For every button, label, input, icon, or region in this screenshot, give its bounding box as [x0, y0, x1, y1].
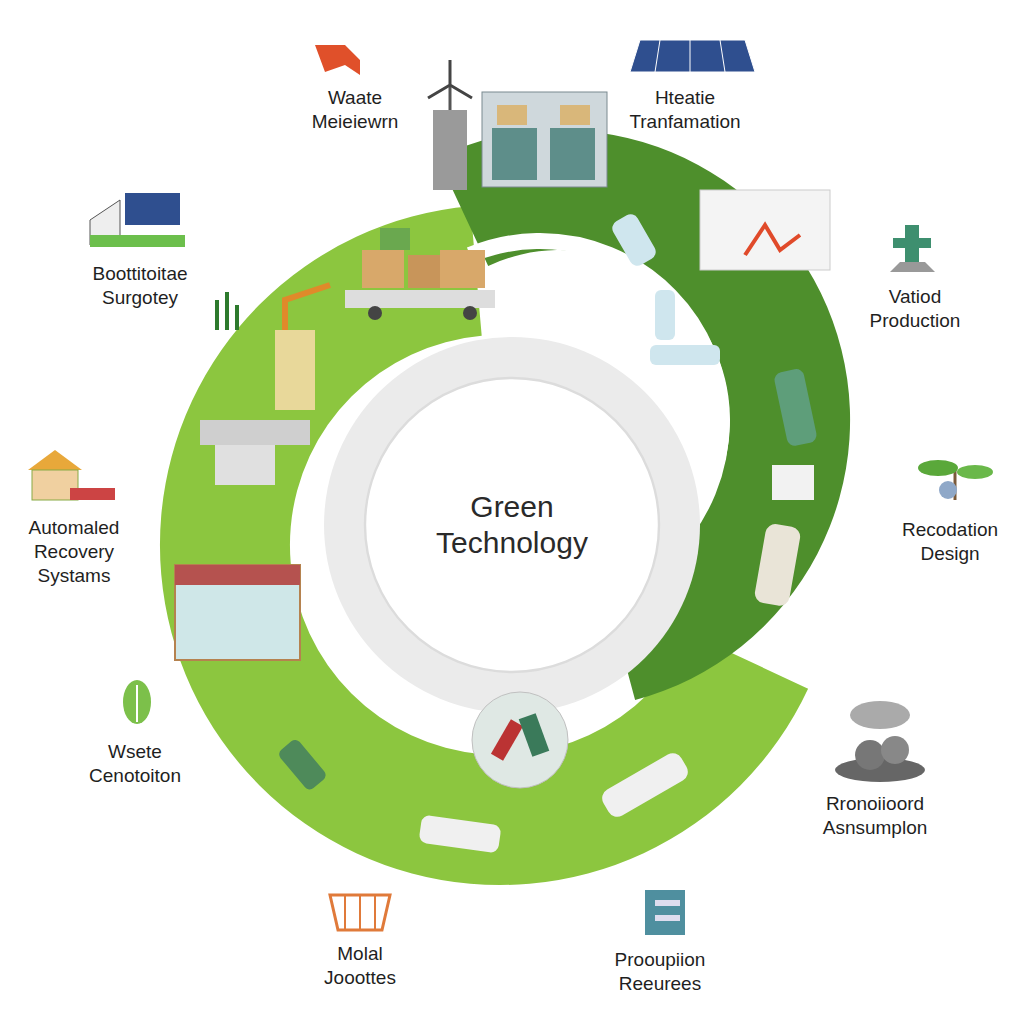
stage-label: Hteatie Tranfamation: [600, 86, 770, 134]
stage-label: Vatiod Production: [850, 285, 980, 333]
icon-house: [28, 450, 115, 500]
center-title: Green Technology: [412, 489, 612, 561]
icon-wrench: [315, 45, 360, 75]
icon-cloud: [835, 701, 925, 782]
turbine: [428, 60, 472, 190]
machines: [482, 92, 607, 187]
icon-building: [645, 890, 685, 935]
stage-label: Wsete Cenotoiton: [70, 740, 200, 788]
icon-leaf: [123, 680, 151, 724]
bottles: [277, 190, 830, 853]
stage-label: Automaled Recovery Systams: [12, 516, 136, 587]
circle-outline: [362, 375, 662, 675]
icon-basket: [330, 895, 390, 930]
crate-lid: [175, 565, 300, 585]
stage-label: Molal Jooottes: [305, 942, 415, 990]
grey-ring: [324, 337, 700, 713]
stage-label: Waate Meieiewrn: [290, 86, 420, 134]
stage-label: Recodation Design: [885, 518, 1015, 566]
center-circle: Green Technology: [362, 375, 662, 675]
icon-solar-house: [90, 193, 185, 247]
icon-plant: [918, 460, 993, 500]
crate: [175, 565, 300, 660]
stage-label: Prooupiion Reeurees: [595, 948, 725, 996]
stage-label: Boottitoitae Surgotey: [65, 262, 215, 310]
icon-solar: [630, 40, 755, 72]
truck-boxes: [345, 228, 495, 320]
factory: [200, 285, 330, 485]
icon-cactus: [890, 225, 935, 272]
stage-label: Rronoiioord Asnsumplon: [800, 792, 950, 840]
